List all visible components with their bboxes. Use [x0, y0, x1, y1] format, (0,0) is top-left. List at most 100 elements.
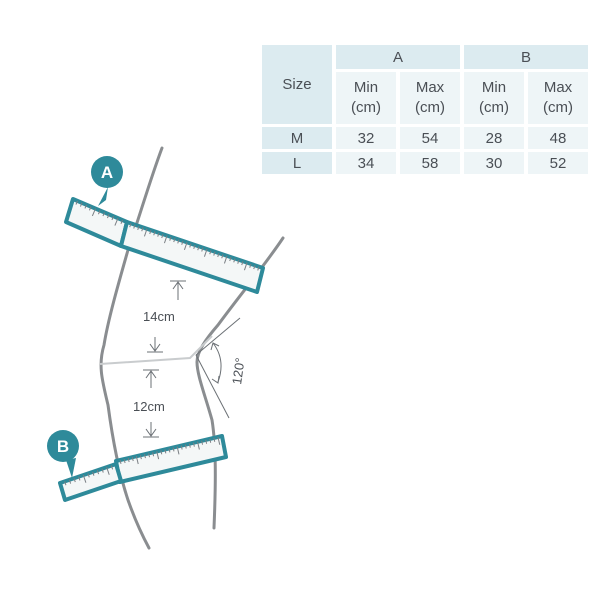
ruler-tick — [88, 206, 92, 211]
ruler-tick — [176, 446, 180, 455]
value-cell: 58 — [400, 152, 460, 174]
ruler-tick — [64, 481, 67, 486]
ruler-tick — [241, 261, 244, 266]
ruler-tick — [161, 234, 164, 239]
knee-joint-line — [99, 335, 213, 365]
ruler-tick — [143, 228, 148, 237]
ruler-tick — [73, 478, 76, 483]
ruler-tick — [183, 242, 188, 251]
value-cell: 30 — [464, 152, 524, 174]
ruler-tick — [209, 250, 212, 255]
ruler-tick — [213, 251, 216, 256]
ruler-tick — [75, 200, 78, 205]
ruler-tick — [205, 439, 208, 444]
ruler-tick — [97, 210, 101, 215]
ruler-tick — [169, 236, 172, 241]
ruler-tick — [249, 263, 252, 268]
ruler-tick — [192, 442, 195, 447]
ruler-tick — [137, 225, 140, 231]
ruler-tick — [153, 231, 156, 236]
ruler-tick — [164, 449, 167, 454]
lower-dimension-arrows — [143, 369, 159, 438]
lower-dimension-label: 12cm — [133, 399, 165, 414]
leg-outline — [99, 146, 285, 550]
marker-a: A — [91, 156, 123, 206]
upper-dimension-arrows — [147, 280, 186, 353]
ruler-tick — [68, 479, 72, 484]
ruler-tick — [111, 216, 114, 221]
ruler-tick — [197, 246, 200, 251]
angle-label: 120° — [229, 357, 248, 386]
ruler-tick — [221, 254, 224, 259]
ruler-tick — [141, 227, 144, 232]
ruler-tick — [217, 436, 221, 445]
ruler-tick — [229, 257, 232, 262]
ruler-tick — [168, 448, 171, 453]
size-cell-l: L — [262, 152, 332, 174]
ruler-tick — [177, 239, 180, 244]
size-cell-m: M — [262, 127, 332, 149]
ruler-tick — [157, 232, 160, 237]
value-cell: 28 — [464, 127, 524, 149]
value-cell: 52 — [528, 152, 588, 174]
value-cell: 54 — [400, 127, 460, 149]
ruler-tick — [110, 465, 114, 470]
table-row-m: M 32 54 28 48 — [262, 127, 588, 149]
size-chart-table: Size A B Min(cm) Max(cm) Min(cm) Max(cm)… — [258, 42, 592, 177]
ruler-tick — [106, 467, 110, 475]
ruler-tick — [193, 244, 196, 249]
ruler-tick — [139, 455, 142, 460]
ruler-tick — [172, 447, 175, 452]
ruler-tick — [243, 262, 248, 271]
ruler-tick — [163, 235, 168, 244]
sub-header-b-max: Max(cm) — [528, 72, 588, 124]
marker-b: B — [47, 430, 79, 478]
measuring-tape-a — [64, 197, 265, 294]
ruler-tick — [201, 440, 204, 445]
ruler-tick — [79, 202, 83, 207]
sub-header-a-max: Max(cm) — [400, 72, 460, 124]
ruler-tick — [189, 243, 192, 248]
ruler-tick — [82, 474, 87, 483]
value-cell: 48 — [528, 127, 588, 149]
ruler-tick — [213, 437, 216, 442]
ruler-tick — [257, 266, 260, 271]
ruler-tick — [144, 454, 146, 459]
value-cell: 34 — [336, 152, 396, 174]
ruler-tick — [92, 471, 95, 476]
ruler-tick — [173, 238, 176, 243]
ruler-tick — [91, 208, 96, 217]
ruler-tick — [237, 259, 240, 264]
ruler-tick — [160, 450, 163, 455]
ruler-tick — [152, 452, 155, 457]
ruler-tick — [197, 441, 200, 450]
marker-a-label: A — [101, 163, 113, 182]
ruler-tick — [188, 443, 191, 448]
ruler-tick — [148, 453, 151, 458]
group-header-b: B — [464, 45, 588, 69]
ruler-tick — [123, 458, 126, 464]
ruler-tick — [181, 240, 184, 245]
ruler-tick — [180, 445, 183, 450]
ruler-tick — [114, 217, 119, 226]
sub-header-a-min: Min(cm) — [336, 72, 396, 124]
size-header: Size — [262, 45, 332, 124]
sub-header-b-min: Min(cm) — [464, 72, 524, 124]
ruler-tick — [223, 255, 228, 264]
ruler-tick — [184, 444, 187, 449]
ruler-tick — [87, 473, 90, 478]
ruler-tick — [133, 224, 136, 229]
marker-b-label: B — [57, 437, 69, 456]
ruler-tick — [101, 468, 104, 473]
angle-indicator — [195, 317, 241, 419]
ruler-tick — [102, 212, 105, 217]
ruler-tick — [106, 214, 110, 219]
ruler-tick — [120, 219, 123, 224]
ruler-tick — [149, 229, 152, 235]
measuring-tape-b — [58, 434, 228, 502]
ruler-tick — [135, 456, 139, 465]
ruler-tick — [156, 451, 160, 460]
ruler-tick — [217, 252, 220, 258]
ruler-tick — [233, 258, 236, 263]
